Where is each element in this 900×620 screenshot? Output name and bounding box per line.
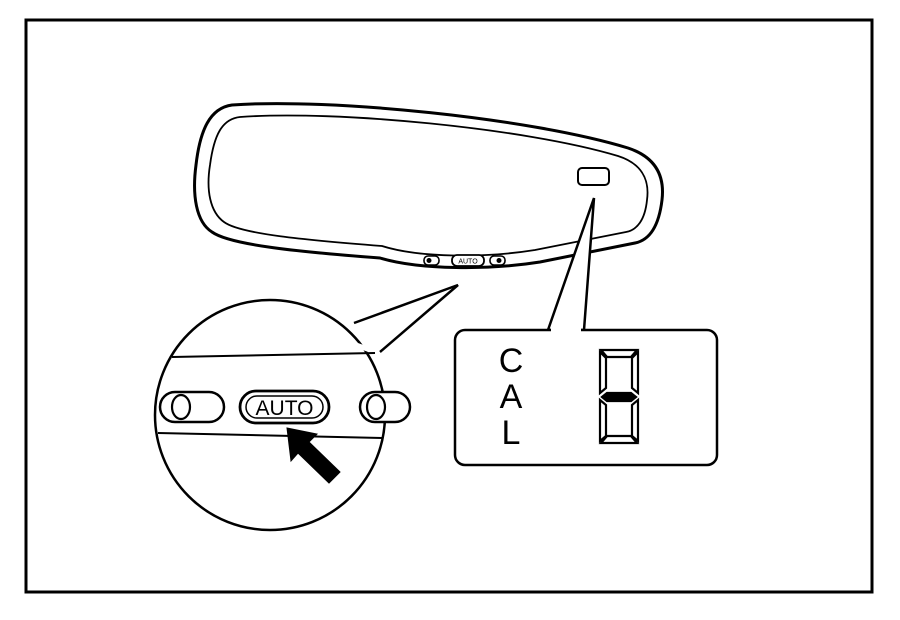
small-auto-button: [451, 254, 485, 267]
mirror-glass: [207, 114, 649, 257]
auto-button-label: AUTO: [256, 397, 314, 420]
small-left-button-dot: [426, 258, 432, 263]
segment-b: [630, 349, 640, 396]
cal-letter-c: C: [499, 342, 524, 380]
small-auto-label: AUTO: [458, 259, 478, 266]
strip-bottom-line: [157, 432, 383, 439]
press-arrow-icon: [286, 427, 341, 484]
left-mode-button: [158, 390, 226, 424]
left-button-indicator: [170, 393, 192, 421]
segment-c: [630, 397, 640, 444]
right-mode-button: [358, 390, 412, 424]
strip-top-line: [171, 352, 376, 358]
mirror-display-window: [577, 167, 610, 186]
display-callout: C A L 8: [453, 197, 719, 467]
callout-seam: [355, 342, 377, 355]
auto-button-body: [238, 389, 331, 425]
rearview-mirror: AUTO: [193, 102, 665, 270]
segment-f: [598, 349, 608, 396]
auto-button-inner: [245, 395, 324, 419]
small-right-button-dot: [496, 258, 502, 263]
auto-button: AUTO: [238, 389, 331, 425]
left-button-body: [158, 390, 226, 424]
cal-letter-a: A: [500, 378, 523, 416]
segment-a: [598, 348, 640, 359]
cal-letter-l: L: [502, 414, 521, 452]
callout-pointer: [353, 283, 459, 353]
segment-e: [598, 397, 608, 444]
segment-g: [600, 391, 638, 403]
mirror-housing: [193, 102, 665, 270]
mirror-small-buttons: AUTO: [423, 254, 506, 267]
seven-segment-digit: [598, 348, 640, 445]
diagram-frame: [24, 18, 874, 594]
segment-d: [598, 434, 640, 445]
right-button-indicator: [365, 393, 387, 421]
magnified-callout: AUTO: [153, 283, 459, 532]
display-callout-box: [453, 328, 719, 467]
